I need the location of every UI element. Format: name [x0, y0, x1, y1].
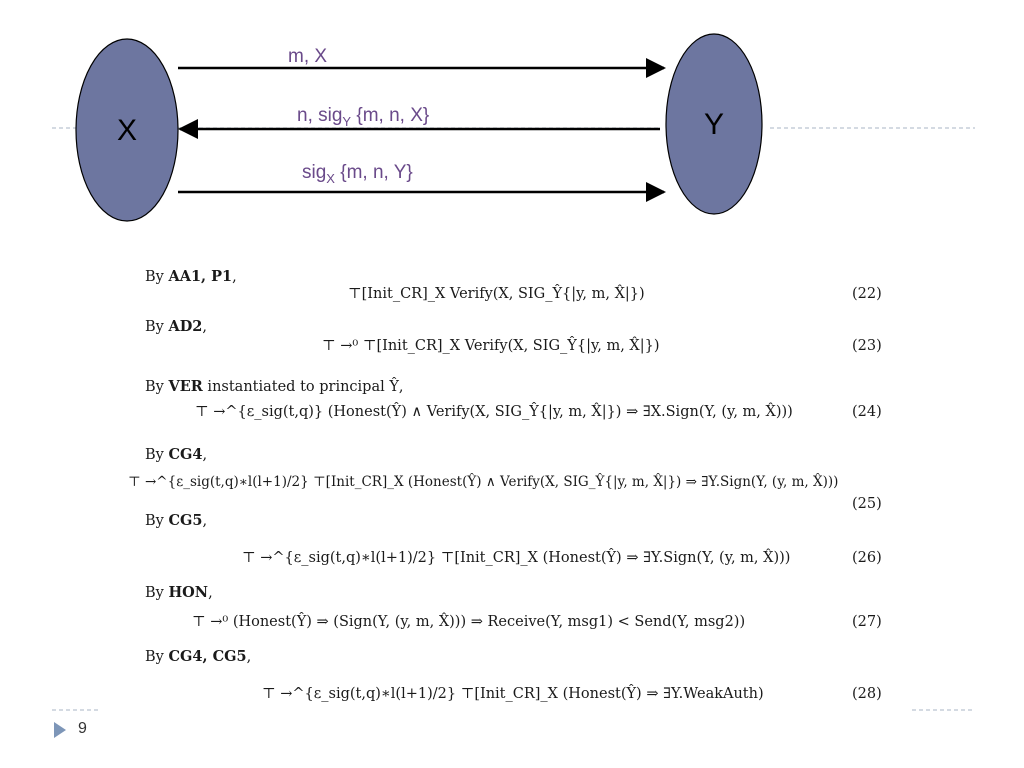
- step-26-justification: By CG5,: [145, 512, 208, 529]
- proof-step-28: By CG4, CG5, ⊤ →^{ε_sig(t,q)∗l(l+1)/2} ⊤…: [0, 648, 1024, 702]
- proof-step-22: By AA1, P1, ⊤[Init_CR]_X Verify(X, SIG_Ŷ…: [0, 262, 1024, 326]
- equation-23: ⊤ →⁰ ⊤[Init_CR]_X Verify(X, SIG_Ŷ{|y, m,…: [322, 338, 660, 354]
- equation-number-23: (23): [852, 338, 882, 354]
- step-24-justification: By VER instantiated to principal Ŷ,: [145, 378, 404, 395]
- equation-number-22: (22): [852, 286, 882, 302]
- principal-x-label: X: [117, 114, 137, 147]
- proof-step-23: By AD2, ⊤ →⁰ ⊤[Init_CR]_X Verify(X, SIG_…: [0, 318, 1024, 372]
- proof-step-26: By CG5, ⊤ →^{ε_sig(t,q)∗l(l+1)/2} ⊤[Init…: [0, 512, 1024, 590]
- principal-y-node: [665, 33, 763, 215]
- proof-step-24: By VER instantiated to principal Ŷ, ⊤ →^…: [0, 372, 1024, 436]
- equation-26: ⊤ →^{ε_sig(t,q)∗l(l+1)/2} ⊤[Init_CR]_X (…: [242, 550, 791, 566]
- equation-number-25: (25): [852, 496, 882, 512]
- equation-28: ⊤ →^{ε_sig(t,q)∗l(l+1)/2} ⊤[Init_CR]_X (…: [262, 686, 764, 702]
- equation-number-27: (27): [852, 614, 882, 630]
- step-22-justification: By AA1, P1,: [145, 268, 237, 285]
- proof-steps: By AA1, P1, ⊤[Init_CR]_X Verify(X, SIG_Ŷ…: [0, 262, 1024, 732]
- slide-footer: [52, 709, 975, 738]
- equation-number-24: (24): [852, 404, 882, 420]
- message-2-subscript: Y: [342, 114, 351, 129]
- step-25-justification: By CG4,: [145, 446, 208, 463]
- equation-22: ⊤[Init_CR]_X Verify(X, SIG_Ŷ{|y, m, X̂|}…: [348, 286, 645, 302]
- page-number: 9: [78, 720, 87, 737]
- protocol-diagram: X Y m, X n, sigY {m, n, X} sigX {m, n, Y…: [52, 33, 975, 222]
- equation-27: ⊤ →⁰ (Honest(Ŷ) ⇒ (Sign(Y, (y, m, X̂))) …: [192, 614, 746, 630]
- step-28-justification: By CG4, CG5,: [145, 648, 252, 665]
- message-3-subscript: X: [326, 171, 335, 186]
- step-23-justification: By AD2,: [145, 318, 207, 335]
- equation-25: ⊤ →^{ε_sig(t,q)∗l(l+1)/2} ⊤[Init_CR]_X (…: [128, 474, 839, 490]
- message-3-label: sigX {m, n, Y}: [302, 162, 413, 186]
- slide-bullet-icon: [54, 722, 66, 738]
- message-2-label: n, sigY {m, n, X}: [297, 105, 429, 129]
- message-1-label: m, X: [288, 46, 327, 67]
- proof-step-27: By HON, ⊤ →⁰ (Honest(Ŷ) ⇒ (Sign(Y, (y, m…: [0, 584, 1024, 650]
- principal-y-label: Y: [704, 108, 724, 141]
- proof-step-25: By CG4, ⊤ →^{ε_sig(t,q)∗l(l+1)/2} ⊤[Init…: [0, 436, 1024, 520]
- equation-24: ⊤ →^{ε_sig(t,q)} (Honest(Ŷ) ∧ Verify(X, …: [195, 404, 793, 420]
- equation-number-28: (28): [852, 686, 882, 702]
- step-27-justification: By HON,: [145, 584, 213, 601]
- equation-number-26: (26): [852, 550, 882, 566]
